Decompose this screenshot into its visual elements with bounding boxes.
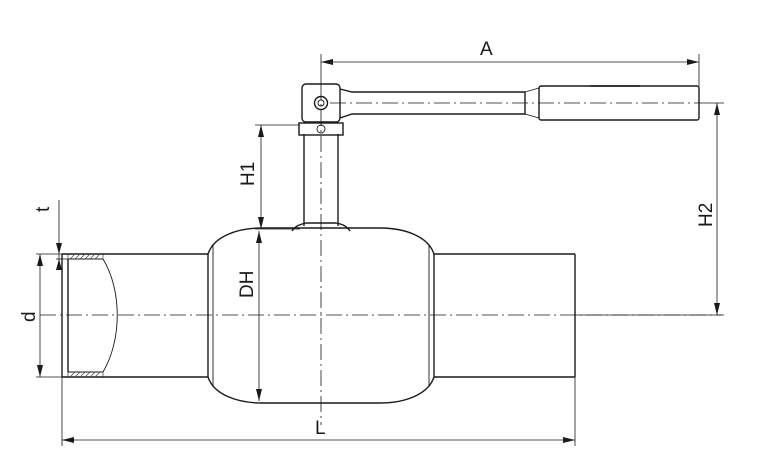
left-pipe-end <box>61 253 208 378</box>
dimension-label-l: L <box>315 418 326 439</box>
dimension-label-t: t <box>33 206 54 212</box>
dimension-label-d: d <box>19 311 40 322</box>
dimension-dh: DH <box>237 231 262 401</box>
dimension-d: d <box>19 254 62 378</box>
dimension-label-dh: DH <box>237 271 258 298</box>
dimension-h1: H1 <box>238 124 300 230</box>
dimension-label-h2: H2 <box>696 203 717 227</box>
dimension-l: L <box>61 377 576 446</box>
dimension-h2: H2 <box>575 102 724 316</box>
dimension-a: A <box>320 39 700 86</box>
dimension-label-a: A <box>480 39 493 60</box>
dimension-t: t <box>33 200 68 270</box>
right-pipe-end <box>434 253 576 378</box>
dimension-label-h1: H1 <box>238 162 259 186</box>
bevel-hatching <box>67 253 104 378</box>
center-lines <box>40 84 722 425</box>
